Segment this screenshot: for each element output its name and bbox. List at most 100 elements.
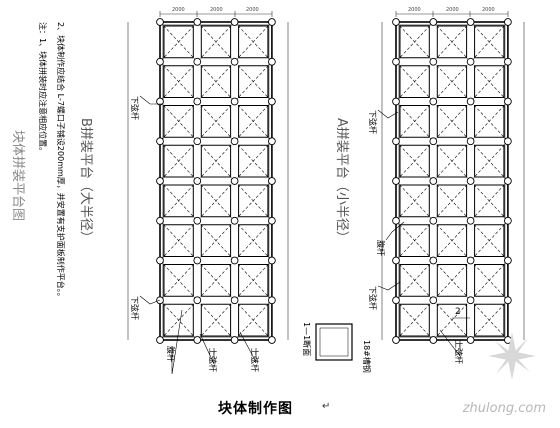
platform-a-diagonal [395,180,434,221]
platform-b-cell [163,184,194,218]
platform-b-node [193,177,202,185]
platform-a-diagonal [395,101,434,142]
platform-b-diagonal [197,101,235,142]
b-upper-chord-label-1: 上弦杆 [208,348,218,372]
platform-b-cell [200,65,232,98]
platform-a-dim-2: 2000 [446,7,459,13]
platform-a-node [466,216,475,225]
platform-b-caption: 块体拼装平台图 [10,130,25,221]
platform-b-node [268,57,276,66]
platform-b-diagonal [234,141,273,182]
return-mark: ↵ [322,401,331,412]
platform-b-cell [200,105,232,138]
platform-b-node [156,177,164,185]
platform-a-node [466,296,475,305]
platform-a-node [504,137,512,146]
platform-b-cell [200,184,232,218]
platform-a-node [392,137,400,146]
platform-a-node [466,336,475,344]
platform-a-cell [474,264,505,297]
platform-a-cell [399,303,430,337]
platform-b-cell [238,25,269,59]
platform-b-node [193,18,202,26]
platform-b-cell [200,224,232,257]
platform-b-cell [238,303,269,337]
platform-b-node [230,256,239,265]
watermark-text: zhulong.com [462,401,546,416]
platform-b-diagonal [234,220,273,261]
platform-a-node [504,97,512,106]
platform-a-cell [474,65,505,98]
platform-b-diagonal [197,21,235,62]
platform-a-cell [436,303,468,337]
platform-b-cell [238,264,269,297]
platform-a-leaders [377,109,470,357]
platform-a-cell [436,224,468,257]
platform-a-node [429,296,438,305]
platform-b-node [268,216,276,225]
platform-b-node [193,137,202,146]
platform-b-node [156,18,164,26]
platform-b-diagonal [159,21,198,62]
platform-a-node [504,18,512,26]
platform-a-node [466,57,475,66]
platform-a-cell [436,105,468,138]
platform-a-node [392,216,400,225]
platform-b-diagonal [234,180,273,221]
platform-b-cell [163,224,194,257]
platform-a-cell [436,65,468,98]
platform-a-node [504,296,512,305]
a-section-number: 2 [455,307,461,317]
platform-b-cell [238,144,269,178]
note-line-1: 注：1、块体拼装时应注意相应位置。 [38,22,48,155]
platform-a-frame [395,21,509,341]
platform-b-node [193,216,202,225]
platform-a-diagonal [395,21,434,62]
platform-a-dim-1: 2000 [408,7,421,13]
platform-b-diagonal [234,260,273,301]
platform-a-diagonal [470,101,509,142]
platform-a-node [504,177,512,185]
platform-a-diagonal [395,220,434,261]
platform-a-node [429,57,438,66]
platform-b-node [156,256,164,265]
platform-a-cell [474,303,505,337]
platform-a-node [392,336,400,344]
b-lower-chord-label-2: 下弦杆 [130,296,140,320]
platform-a-node [429,177,438,185]
platform-a-labels: 下弦杆 腹杆 下弦杆 上弦杆 2 [368,110,464,364]
platform-b-node [230,296,239,305]
platform-b-node [193,97,202,106]
notes-block: 注：1、块体拼装时应注意相应位置。 2、块体制作应结合 L-7螺口子铺设200m… [38,22,66,301]
platform-a-cell [399,65,430,98]
platform-b-node [230,177,239,185]
drawing-title: 块体制作图 [218,401,293,417]
platform-b-cell [163,65,194,98]
platform-a-node [504,256,512,265]
platform-b-node [193,256,202,265]
platform-b-diagonal [234,61,273,102]
platform-b-node [156,216,164,225]
platform-a-diagonal [470,260,509,301]
a-upper-chord-label: 上弦杆 [454,340,464,364]
platform-a-grid [392,18,512,344]
b-lower-chord-label-1: 下弦杆 [130,96,140,120]
platform-a-diagonal [433,101,471,142]
platform-b-cell [238,105,269,138]
platform-b-node [230,137,239,146]
platform-a-node [466,18,475,26]
platform-a-diagonal [395,61,434,102]
section-label: 1—1断面 [302,322,312,356]
platform-b-node [268,336,276,344]
platform-a-node [504,57,512,66]
b-web-member-label: 腹杆 [166,346,176,362]
platform-a-node [392,97,400,106]
platform-a-node [392,57,400,66]
platform-b-node [230,18,239,26]
platform-a-diagonal [395,260,434,301]
platform-b-node [156,97,164,106]
platform-b-node [193,336,202,344]
platform-b-frame-inner [162,24,270,338]
platform-b-cell [163,144,194,178]
platform-b-diagonal [159,180,198,221]
